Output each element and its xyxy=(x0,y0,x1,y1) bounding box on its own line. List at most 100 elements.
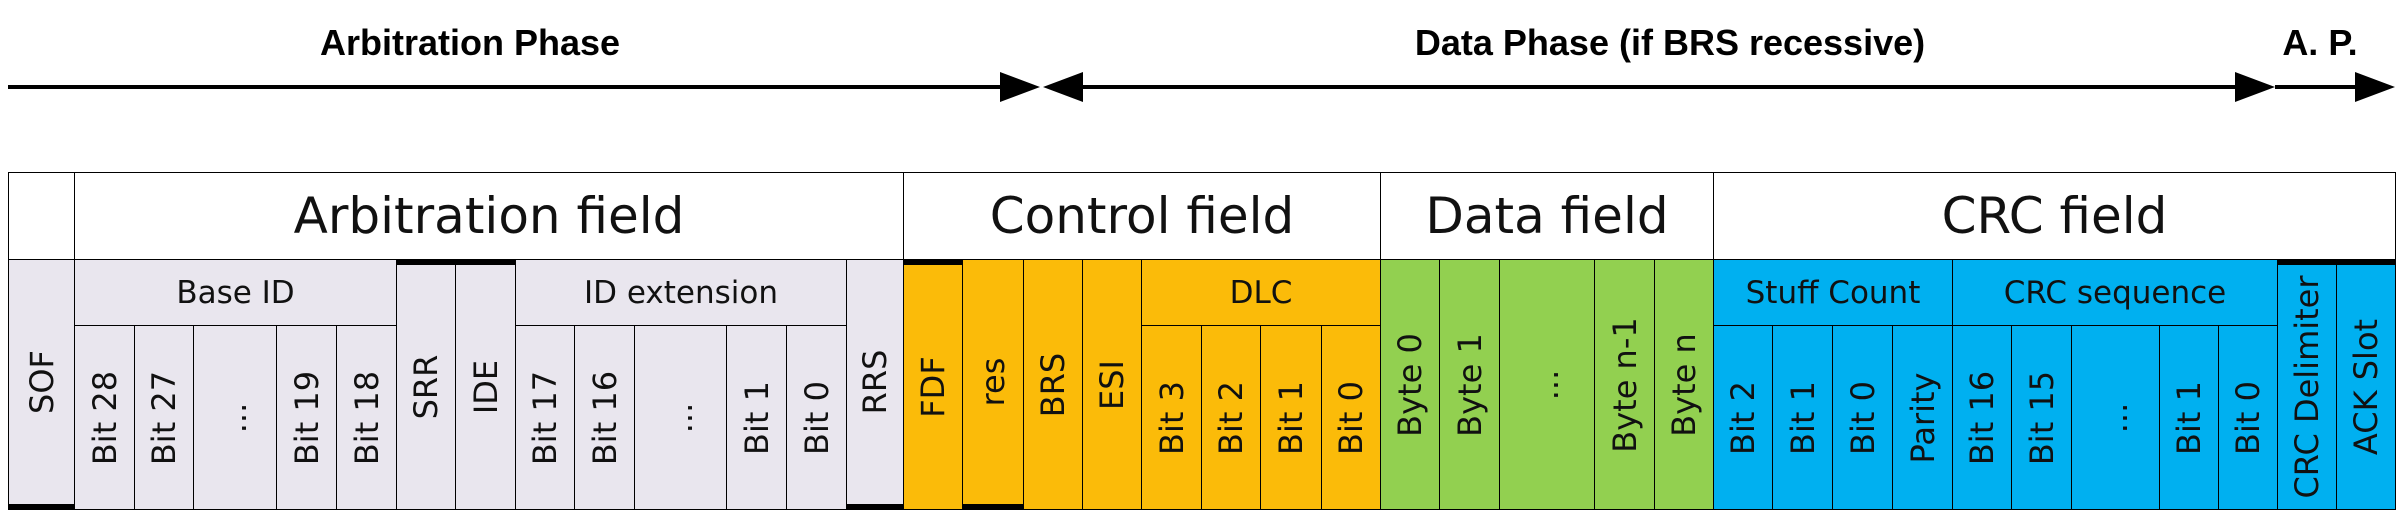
data-byte-ellipsis: ... xyxy=(1528,369,1566,400)
res-bit: res xyxy=(962,259,1024,510)
base-id-bit: Bit 19 xyxy=(276,325,337,510)
id-extension-bit: Bit 16 xyxy=(574,325,635,510)
stuff-count-group: Stuff Count xyxy=(1713,259,1953,326)
fdf-label: FDF xyxy=(914,356,952,418)
stuff-count-label: Stuff Count xyxy=(1745,274,1921,311)
data-byte-label: Byte n xyxy=(1665,332,1703,437)
data-byte: Byte n xyxy=(1654,259,1714,510)
crc-sequence-bit-label: Bit 0 xyxy=(2229,380,2267,455)
ide-label: IDE xyxy=(466,359,505,415)
sof-label: SOF xyxy=(22,350,61,414)
arbitration-field-label: Arbitration field xyxy=(293,187,685,245)
control-field-header: Control field xyxy=(903,172,1381,260)
data-byte: Byte 1 xyxy=(1439,259,1500,510)
id-extension-bit-label: Bit 16 xyxy=(585,370,624,465)
id-extension-ellipsis: ... xyxy=(661,402,700,433)
arbitration-phase-arrowhead xyxy=(1000,72,1040,102)
dlc-bit: Bit 0 xyxy=(1321,325,1381,510)
dlc-bit: Bit 2 xyxy=(1201,325,1261,510)
data-field-label: Data field xyxy=(1425,187,1669,245)
parity-label: Parity xyxy=(1903,372,1942,463)
base-id-bit-label: Bit 27 xyxy=(145,370,183,465)
data-byte-label: Byte n-1 xyxy=(1605,316,1644,453)
crc-sequence-bit-label: Bit 1 xyxy=(2170,380,2208,455)
id-extension-bit-label: Bit 1 xyxy=(737,380,776,455)
base-id-bit-label: Bit 18 xyxy=(347,370,386,465)
sof-bit: SOF xyxy=(8,259,75,510)
stuff-count-parity: Parity xyxy=(1892,325,1953,510)
sof-header-blank xyxy=(8,172,75,260)
brs-label: BRS xyxy=(1034,352,1072,417)
arbitration-field-header: Arbitration field xyxy=(74,172,904,260)
id-extension-label: ID extension xyxy=(584,274,778,311)
dlc-bit-label: Bit 1 xyxy=(1272,380,1310,455)
crc-sequence-bit-label: Bit 16 xyxy=(1963,370,2001,465)
data-phase-arrowhead-right xyxy=(2235,72,2275,102)
res-label: res xyxy=(974,357,1012,407)
crc-delimiter-bit: CRC Delimiter xyxy=(2277,259,2337,510)
ap-phase-label: A. P. xyxy=(2282,22,2358,63)
id-extension-bit: Bit 0 xyxy=(786,325,847,510)
data-byte: Byte 0 xyxy=(1380,259,1440,510)
fdf-bit: FDF xyxy=(903,259,963,510)
data-byte-label: Byte 0 xyxy=(1391,332,1429,437)
srr-bit: SRR xyxy=(396,259,456,510)
id-extension-bit: ... xyxy=(634,325,727,510)
stuff-count-bit: Bit 0 xyxy=(1832,325,1893,510)
dlc-bit-label: Bit 0 xyxy=(1332,380,1370,455)
base-id-bit-label: Bit 19 xyxy=(287,370,326,465)
base-id-group: Base ID xyxy=(74,259,397,326)
stuff-count-bit-label: Bit 2 xyxy=(1724,380,1762,455)
id-extension-bit-label: Bit 0 xyxy=(797,380,836,455)
stuff-count-bit-label: Bit 1 xyxy=(1783,380,1822,455)
stuff-count-bit: Bit 2 xyxy=(1713,325,1773,510)
base-id-bit: Bit 18 xyxy=(336,325,397,510)
ack-slot-bit: ACK Slot xyxy=(2336,259,2396,510)
base-id-bit-label: Bit 28 xyxy=(85,370,124,465)
ap-phase-arrowhead xyxy=(2355,72,2395,102)
crc-sequence-label: CRC sequence xyxy=(2003,274,2227,311)
base-id-label: Base ID xyxy=(176,274,295,311)
brs-bit: BRS xyxy=(1023,259,1083,510)
id-extension-bit: Bit 1 xyxy=(726,325,787,510)
rrs-label: RRS xyxy=(856,349,894,415)
crc-sequence-bit-label: Bit 15 xyxy=(2022,370,2061,465)
arbitration-phase-label: Arbitration Phase xyxy=(319,22,621,63)
base-id-ellipsis: ... xyxy=(216,402,254,433)
data-phase-arrowhead-left xyxy=(1043,72,1083,102)
data-byte-label: Byte 1 xyxy=(1450,332,1489,437)
data-byte: ... xyxy=(1499,259,1595,510)
id-extension-group: ID extension xyxy=(515,259,847,326)
crc-field-header: CRC field xyxy=(1713,172,2396,260)
crc-sequence-bit: ... xyxy=(2071,325,2160,510)
crc-sequence-group: CRC sequence xyxy=(1952,259,2278,326)
id-extension-bit: Bit 17 xyxy=(515,325,575,510)
base-id-bit: ... xyxy=(193,325,277,510)
data-field-header: Data field xyxy=(1380,172,1714,260)
ide-bit: IDE xyxy=(455,259,516,510)
esi-label: ESI xyxy=(1093,359,1131,410)
crc-sequence-bit: Bit 0 xyxy=(2218,325,2278,510)
srr-label: SRR xyxy=(407,354,445,420)
stuff-count-bit: Bit 1 xyxy=(1772,325,1833,510)
phase-arrows xyxy=(8,72,2395,102)
dlc-group: DLC xyxy=(1141,259,1381,326)
dlc-bit-label: Bit 3 xyxy=(1152,380,1191,455)
rrs-bit: RRS xyxy=(846,259,904,510)
dlc-bit: Bit 3 xyxy=(1141,325,1202,510)
crc-field-label: CRC field xyxy=(1941,187,2168,245)
dlc-bit-label: Bit 2 xyxy=(1212,380,1250,455)
stuff-count-bit-label: Bit 0 xyxy=(1843,380,1882,455)
crc-sequence-bit: Bit 16 xyxy=(1952,325,2012,510)
dlc-label: DLC xyxy=(1229,274,1293,311)
base-id-bit: Bit 28 xyxy=(74,325,135,510)
crc-delimiter-label: CRC Delimiter xyxy=(2288,275,2326,499)
base-id-bit: Bit 27 xyxy=(134,325,194,510)
data-phase-label: Data Phase (if BRS recessive) xyxy=(1414,22,1926,63)
crc-sequence-bit: Bit 15 xyxy=(2011,325,2072,510)
data-byte: Byte n-1 xyxy=(1594,259,1655,510)
crc-sequence-bit: Bit 1 xyxy=(2159,325,2219,510)
control-field-label: Control field xyxy=(989,187,1295,245)
crc-sequence-ellipsis: ... xyxy=(2096,402,2135,433)
